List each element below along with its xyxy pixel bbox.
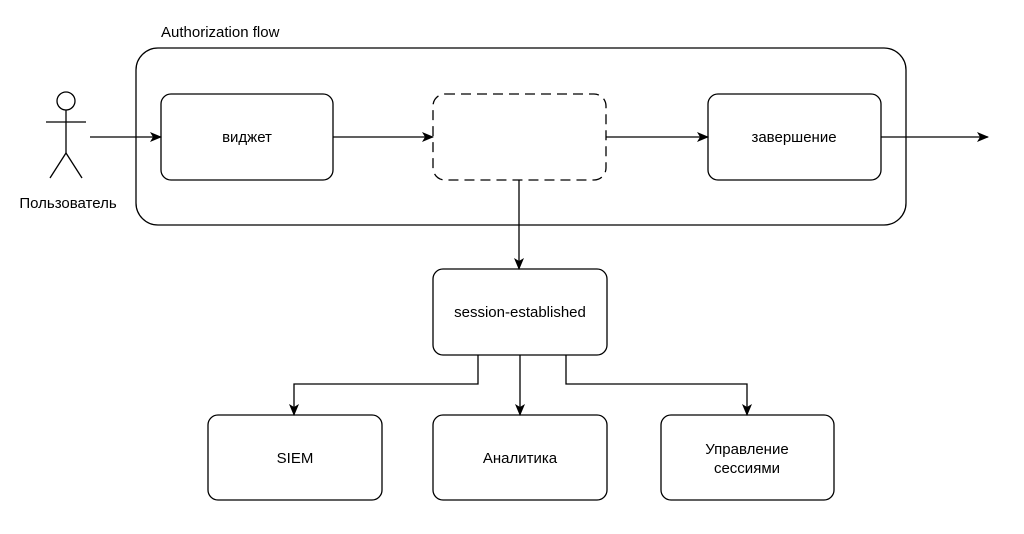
- analytics-label: Аналитика: [483, 450, 558, 467]
- edge-session-to-siem: [289, 355, 479, 416]
- siem-label: SIEM: [277, 450, 314, 467]
- actor-label: Пользователь: [19, 195, 117, 212]
- session-management-label-line2: сессиями: [714, 460, 780, 477]
- group-title: Authorization flow: [161, 24, 280, 41]
- placeholder-node[interactable]: [432, 93, 607, 181]
- stick-figure-icon: [46, 91, 86, 179]
- completion-label: завершение: [751, 129, 836, 146]
- widget-label: виджет: [222, 129, 272, 146]
- session-management-label-line1: Управление: [705, 441, 788, 458]
- edge-session-to-session-management: [565, 355, 752, 416]
- session-established-label: session-established: [454, 304, 586, 321]
